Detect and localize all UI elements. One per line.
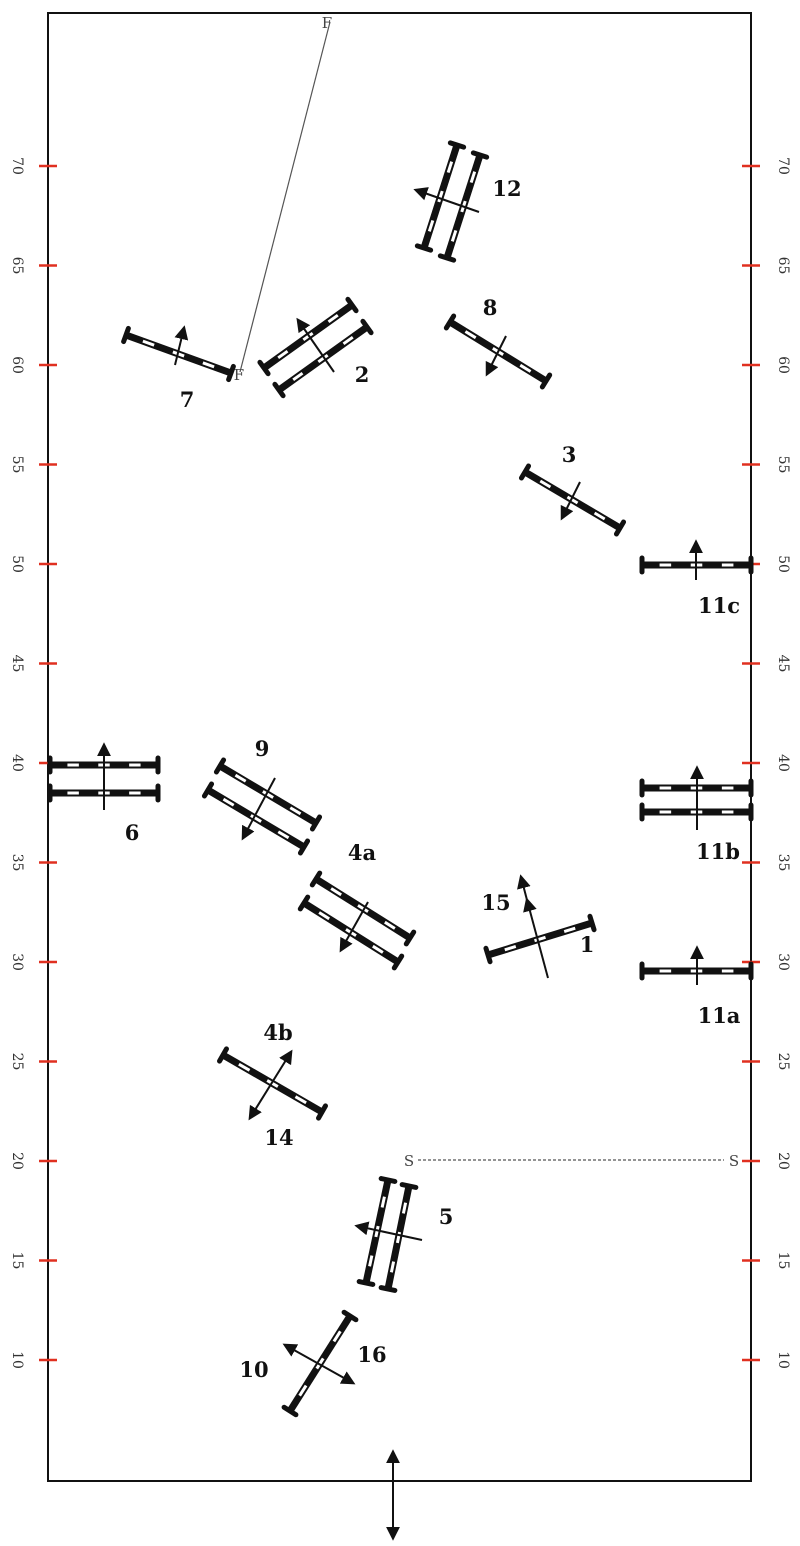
fences <box>47 140 754 1418</box>
fence-label-4b: 4b <box>263 1020 292 1045</box>
scale-label-left: 65 <box>9 257 25 275</box>
scale-label-left: 15 <box>9 1252 25 1270</box>
scale-label-right: 40 <box>775 754 791 772</box>
fence-label-10: 10 <box>239 1357 268 1382</box>
start-label-left: S <box>404 1152 414 1170</box>
fence-label-12: 12 <box>492 176 521 201</box>
fence-1 <box>483 874 597 979</box>
fence-label-1: 1 <box>580 932 595 957</box>
scale-label-right: 30 <box>775 953 791 971</box>
fence-label-11b: 11b <box>696 839 740 864</box>
arena-border <box>47 12 752 1482</box>
fence-7 <box>121 325 236 383</box>
fence-2 <box>257 296 374 399</box>
start-label-right: S <box>729 1152 739 1170</box>
scale-label-left: 25 <box>9 1053 25 1071</box>
scale-label-left: 45 <box>9 655 25 673</box>
fence-12 <box>413 140 490 263</box>
fence-label-15: 15 <box>481 890 510 915</box>
scale-label-left: 70 <box>9 157 25 175</box>
fence-5 <box>354 1176 423 1293</box>
fence-11b <box>639 765 754 830</box>
fence-4b <box>217 1046 328 1121</box>
scale-label-left: 55 <box>9 456 25 474</box>
fence-label-5: 5 <box>439 1204 454 1229</box>
finish-line <box>239 21 331 373</box>
scale-label-left: 10 <box>9 1351 25 1369</box>
scale-label-right: 20 <box>775 1152 791 1170</box>
fence-3 <box>518 463 627 537</box>
scale-label-right: 15 <box>775 1252 791 1270</box>
scale-label-left: 60 <box>9 356 25 374</box>
fence-label-4a: 4a <box>348 840 377 865</box>
scale-label-right: 50 <box>775 555 791 573</box>
finish-label-bottom: F <box>234 366 244 384</box>
scale-label-left: 30 <box>9 953 25 971</box>
scale-label-right: 35 <box>775 854 791 872</box>
fence-label-7: 7 <box>180 387 195 412</box>
scale-label-right: 70 <box>775 157 791 175</box>
fence-label-8: 8 <box>483 295 498 320</box>
fence-9 <box>201 757 323 856</box>
scale-label-right: 25 <box>775 1053 791 1071</box>
fence-11c <box>639 539 754 580</box>
scale-label-left: 50 <box>9 555 25 573</box>
fence-label-9: 9 <box>255 736 270 761</box>
fence-4a <box>297 870 417 971</box>
finish-label-top: F <box>322 14 332 32</box>
fence-8 <box>443 313 553 390</box>
fence-6 <box>47 742 161 810</box>
scale-label-right: 45 <box>775 655 791 673</box>
scale-label-left: 40 <box>9 754 25 772</box>
fence-label-2: 2 <box>355 362 370 387</box>
scale-label-left: 35 <box>9 854 25 872</box>
scale-label-right: 60 <box>775 356 791 374</box>
scale-left: 10 15 20 25 30 35 40 45 50 55 60 65 70 <box>9 157 57 1369</box>
fence-label-11a: 11a <box>698 1003 741 1028</box>
fence-label-14: 14 <box>264 1125 293 1150</box>
scale-label-right: 10 <box>775 1351 791 1369</box>
scale-right: 10 15 20 25 30 35 40 45 50 55 60 65 70 <box>742 157 791 1369</box>
scale-label-right: 65 <box>775 257 791 275</box>
scale-label-right: 55 <box>775 456 791 474</box>
fence-label-16: 16 <box>357 1342 386 1367</box>
fence-label-6: 6 <box>125 820 140 845</box>
fence-label-3: 3 <box>562 442 577 467</box>
fence-label-11c: 11c <box>698 593 740 618</box>
scale-label-left: 20 <box>9 1152 25 1170</box>
fence-11a <box>639 945 754 985</box>
fence-10-16 <box>281 1309 359 1418</box>
